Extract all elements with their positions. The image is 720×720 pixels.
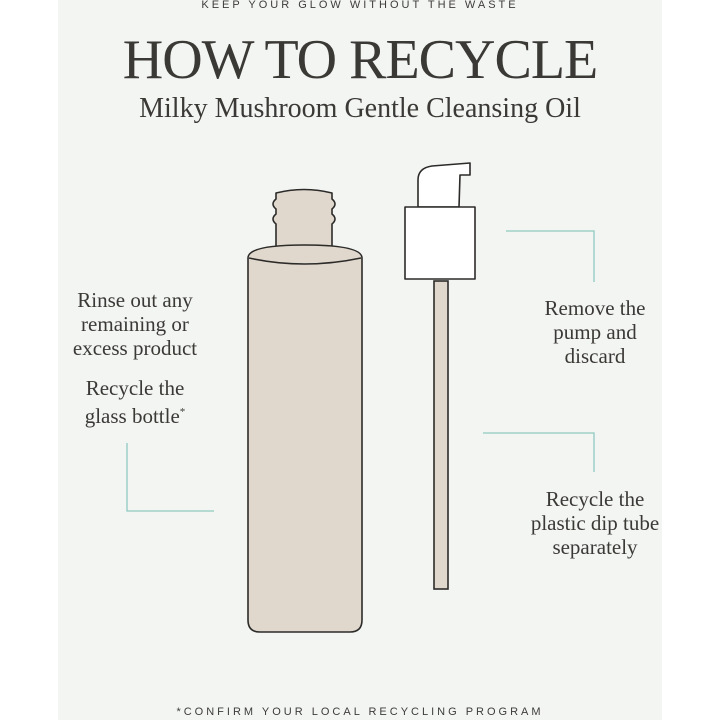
step-rinse-line: Rinse out any [77, 288, 193, 312]
step-bottle-line: glass bottle* [40, 400, 230, 428]
page-title: HOW TO RECYCLE [122, 29, 598, 91]
step-bottle-line: Recycle the [85, 376, 185, 400]
leader-line-bottle [126, 443, 214, 512]
step-bottle-line-text: glass bottle [84, 404, 180, 428]
leader-line-pump [506, 230, 595, 282]
step-pump-line: pump and [553, 320, 637, 344]
step-remove-pump-text: Remove the pump and discard [510, 296, 680, 368]
step-tube-line: Recycle the [545, 487, 645, 511]
leader-line-tube [483, 432, 595, 472]
step-rinse-text: Rinse out any remaining or excess produc… [40, 288, 230, 360]
pump-nozzle [417, 162, 471, 208]
step-rinse-line: excess product [72, 336, 198, 360]
product-name: Milky Mushroom Gentle Cleansing Oil [139, 93, 581, 124]
step-tube-line: separately [552, 535, 638, 559]
dip-tube-icon [433, 280, 449, 590]
step-recycle-tube-text: Recycle the plastic dip tube separately [510, 487, 680, 559]
pump-icon [404, 162, 476, 280]
pump-collar [404, 206, 476, 280]
step-rinse-line: remaining or [81, 312, 189, 336]
step-pump-line: discard [564, 344, 626, 368]
bottle-body [247, 244, 363, 633]
tagline: KEEP YOUR GLOW WITHOUT THE WASTE [201, 0, 519, 11]
bottle-shoulder [248, 257, 362, 265]
step-tube-line: plastic dip tube [530, 511, 660, 535]
footnote-marker: * [179, 406, 186, 418]
glass-bottle-icon [247, 188, 363, 633]
bottle-neck [272, 188, 336, 250]
step-pump-line: Remove the [544, 296, 646, 320]
footnote: *CONFIRM YOUR LOCAL RECYCLING PROGRAM [176, 706, 544, 718]
step-recycle-bottle-text: Recycle the glass bottle* [40, 376, 230, 428]
